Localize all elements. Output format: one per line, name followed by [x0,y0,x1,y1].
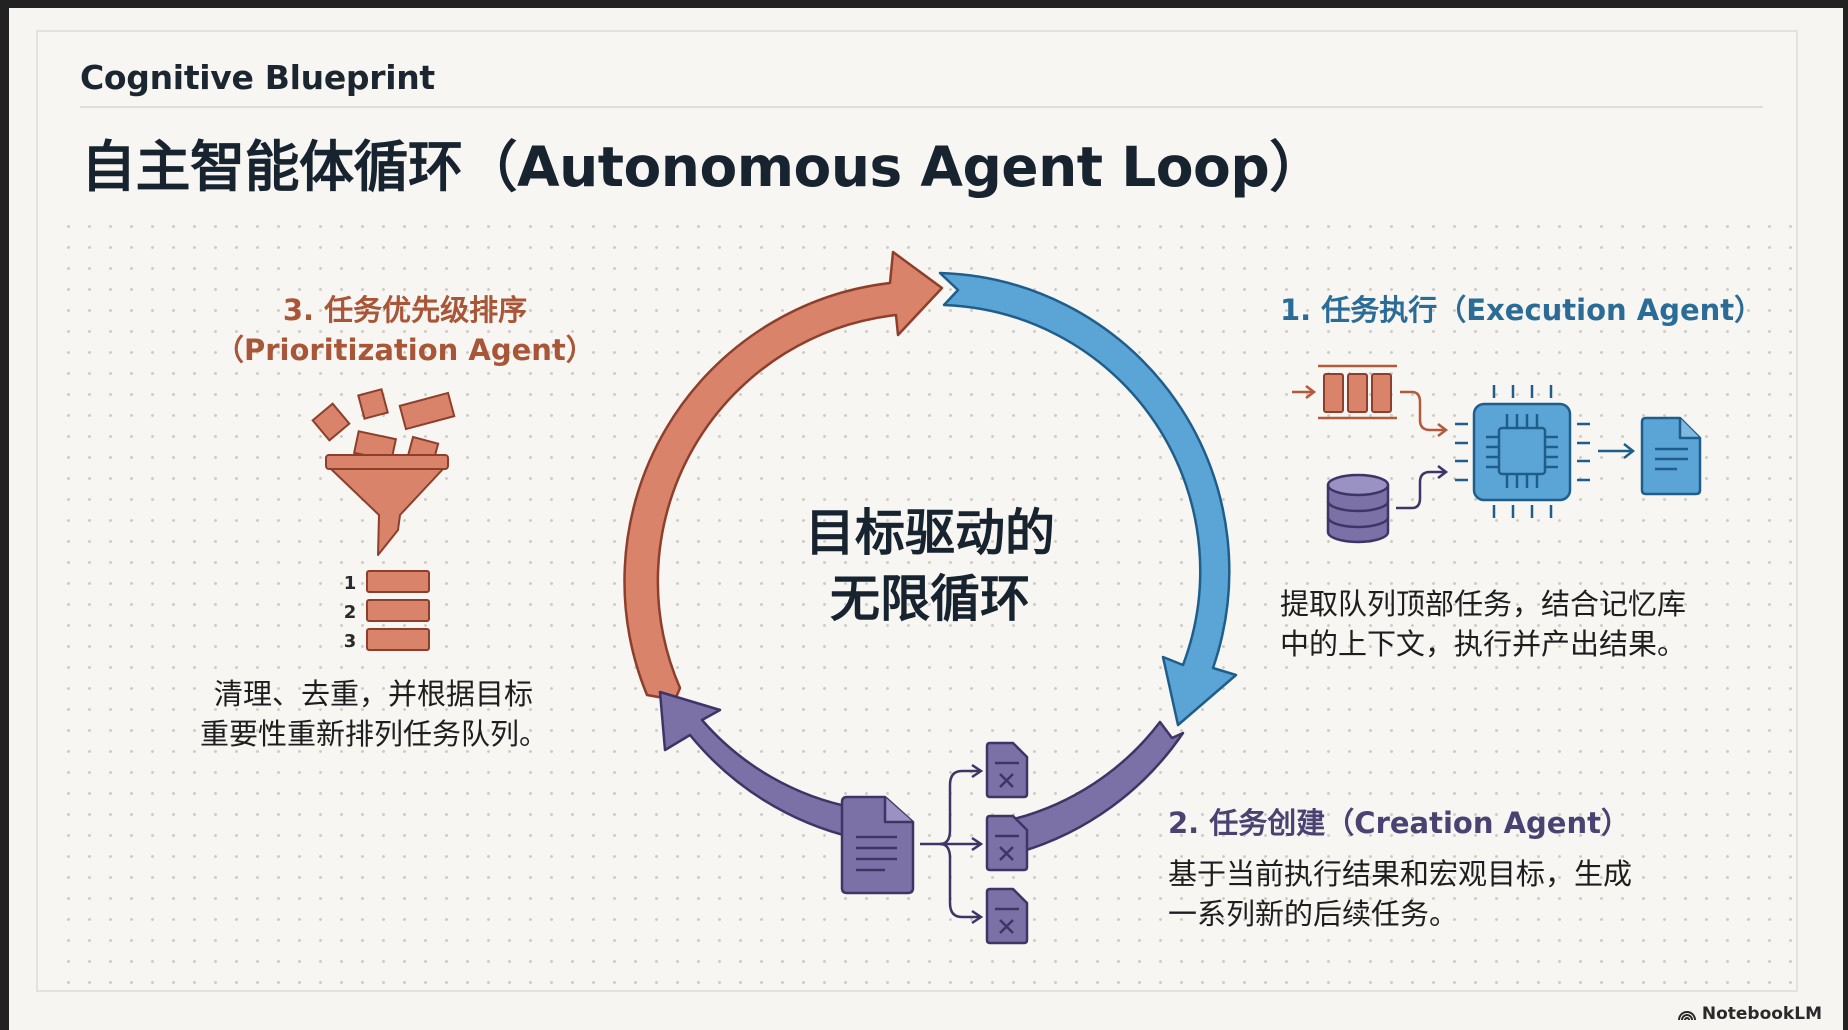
dot-grid-background [58,216,1798,986]
watermark-label: NotebookLM [1701,1004,1822,1024]
funnel-icon [325,454,449,556]
new-task-document-icon [985,741,1029,945]
rank-label: 2 [344,602,357,623]
execution-desc-line-2: 中的上下文，执行并产出结果。 [1280,627,1687,661]
task-queue-icon [1292,364,1449,437]
creation-desc-line-2: 一系列新的后续任务。 [1168,897,1459,931]
prioritization-description: 清理、去重，并根据目标 重要性重新排列任务队列。 [200,674,548,754]
ranked-list-icon: 1 2 3 [344,570,430,652]
creation-loop-arrow [658,690,1185,854]
creation-desc-line-1: 基于当前执行结果和宏观目标，生成 [1168,857,1633,891]
notebooklm-watermark: NotebookLM [1677,1004,1822,1024]
page-title: 自主智能体循环（Autonomous Agent Loop） [81,135,1324,199]
execution-desc-line-1: 提取队列顶部任务，结合记忆库 [1280,587,1687,621]
execution-heading: 1. 任务执行（Execution Agent） [1280,293,1764,327]
center-line-2: 无限循环 [830,570,1030,628]
notebooklm-logo-icon [1677,1011,1696,1021]
loop-center-label: 目标驱动的 无限循环 [765,500,1095,632]
prioritization-heading-line-2: （Prioritization Agent） [215,333,595,367]
memory-database-icon [1326,465,1449,544]
header-divider [80,106,1763,108]
execution-loop-arrow [938,271,1238,727]
rank-label: 1 [344,573,357,594]
center-line-1: 目标驱动的 [805,504,1055,562]
source-document-icon [840,795,915,895]
branch-arrows-icon [920,763,984,925]
prioritization-heading-line-1: 3. 任务优先级排序 [282,293,528,327]
prioritization-heading: 3. 任务优先级排序 （Prioritization Agent） [215,290,595,370]
creation-heading: 2. 任务创建（Creation Agent） [1168,806,1630,840]
task-blocks-icon [311,388,456,465]
execution-description: 提取队列顶部任务，结合记忆库 中的上下文，执行并产出结果。 [1280,584,1686,664]
prioritization-loop-arrow [623,250,944,702]
eyebrow-label: Cognitive Blueprint [80,58,435,97]
rank-label: 3 [344,631,357,652]
creation-description: 基于当前执行结果和宏观目标，生成 一系列新的后续任务。 [1168,854,1632,934]
result-document-icon [1640,416,1702,496]
processor-chip-icon [1455,385,1636,518]
prioritization-desc-line-1: 清理、去重，并根据目标 [214,677,534,711]
prioritization-desc-line-2: 重要性重新排列任务队列。 [200,717,549,751]
